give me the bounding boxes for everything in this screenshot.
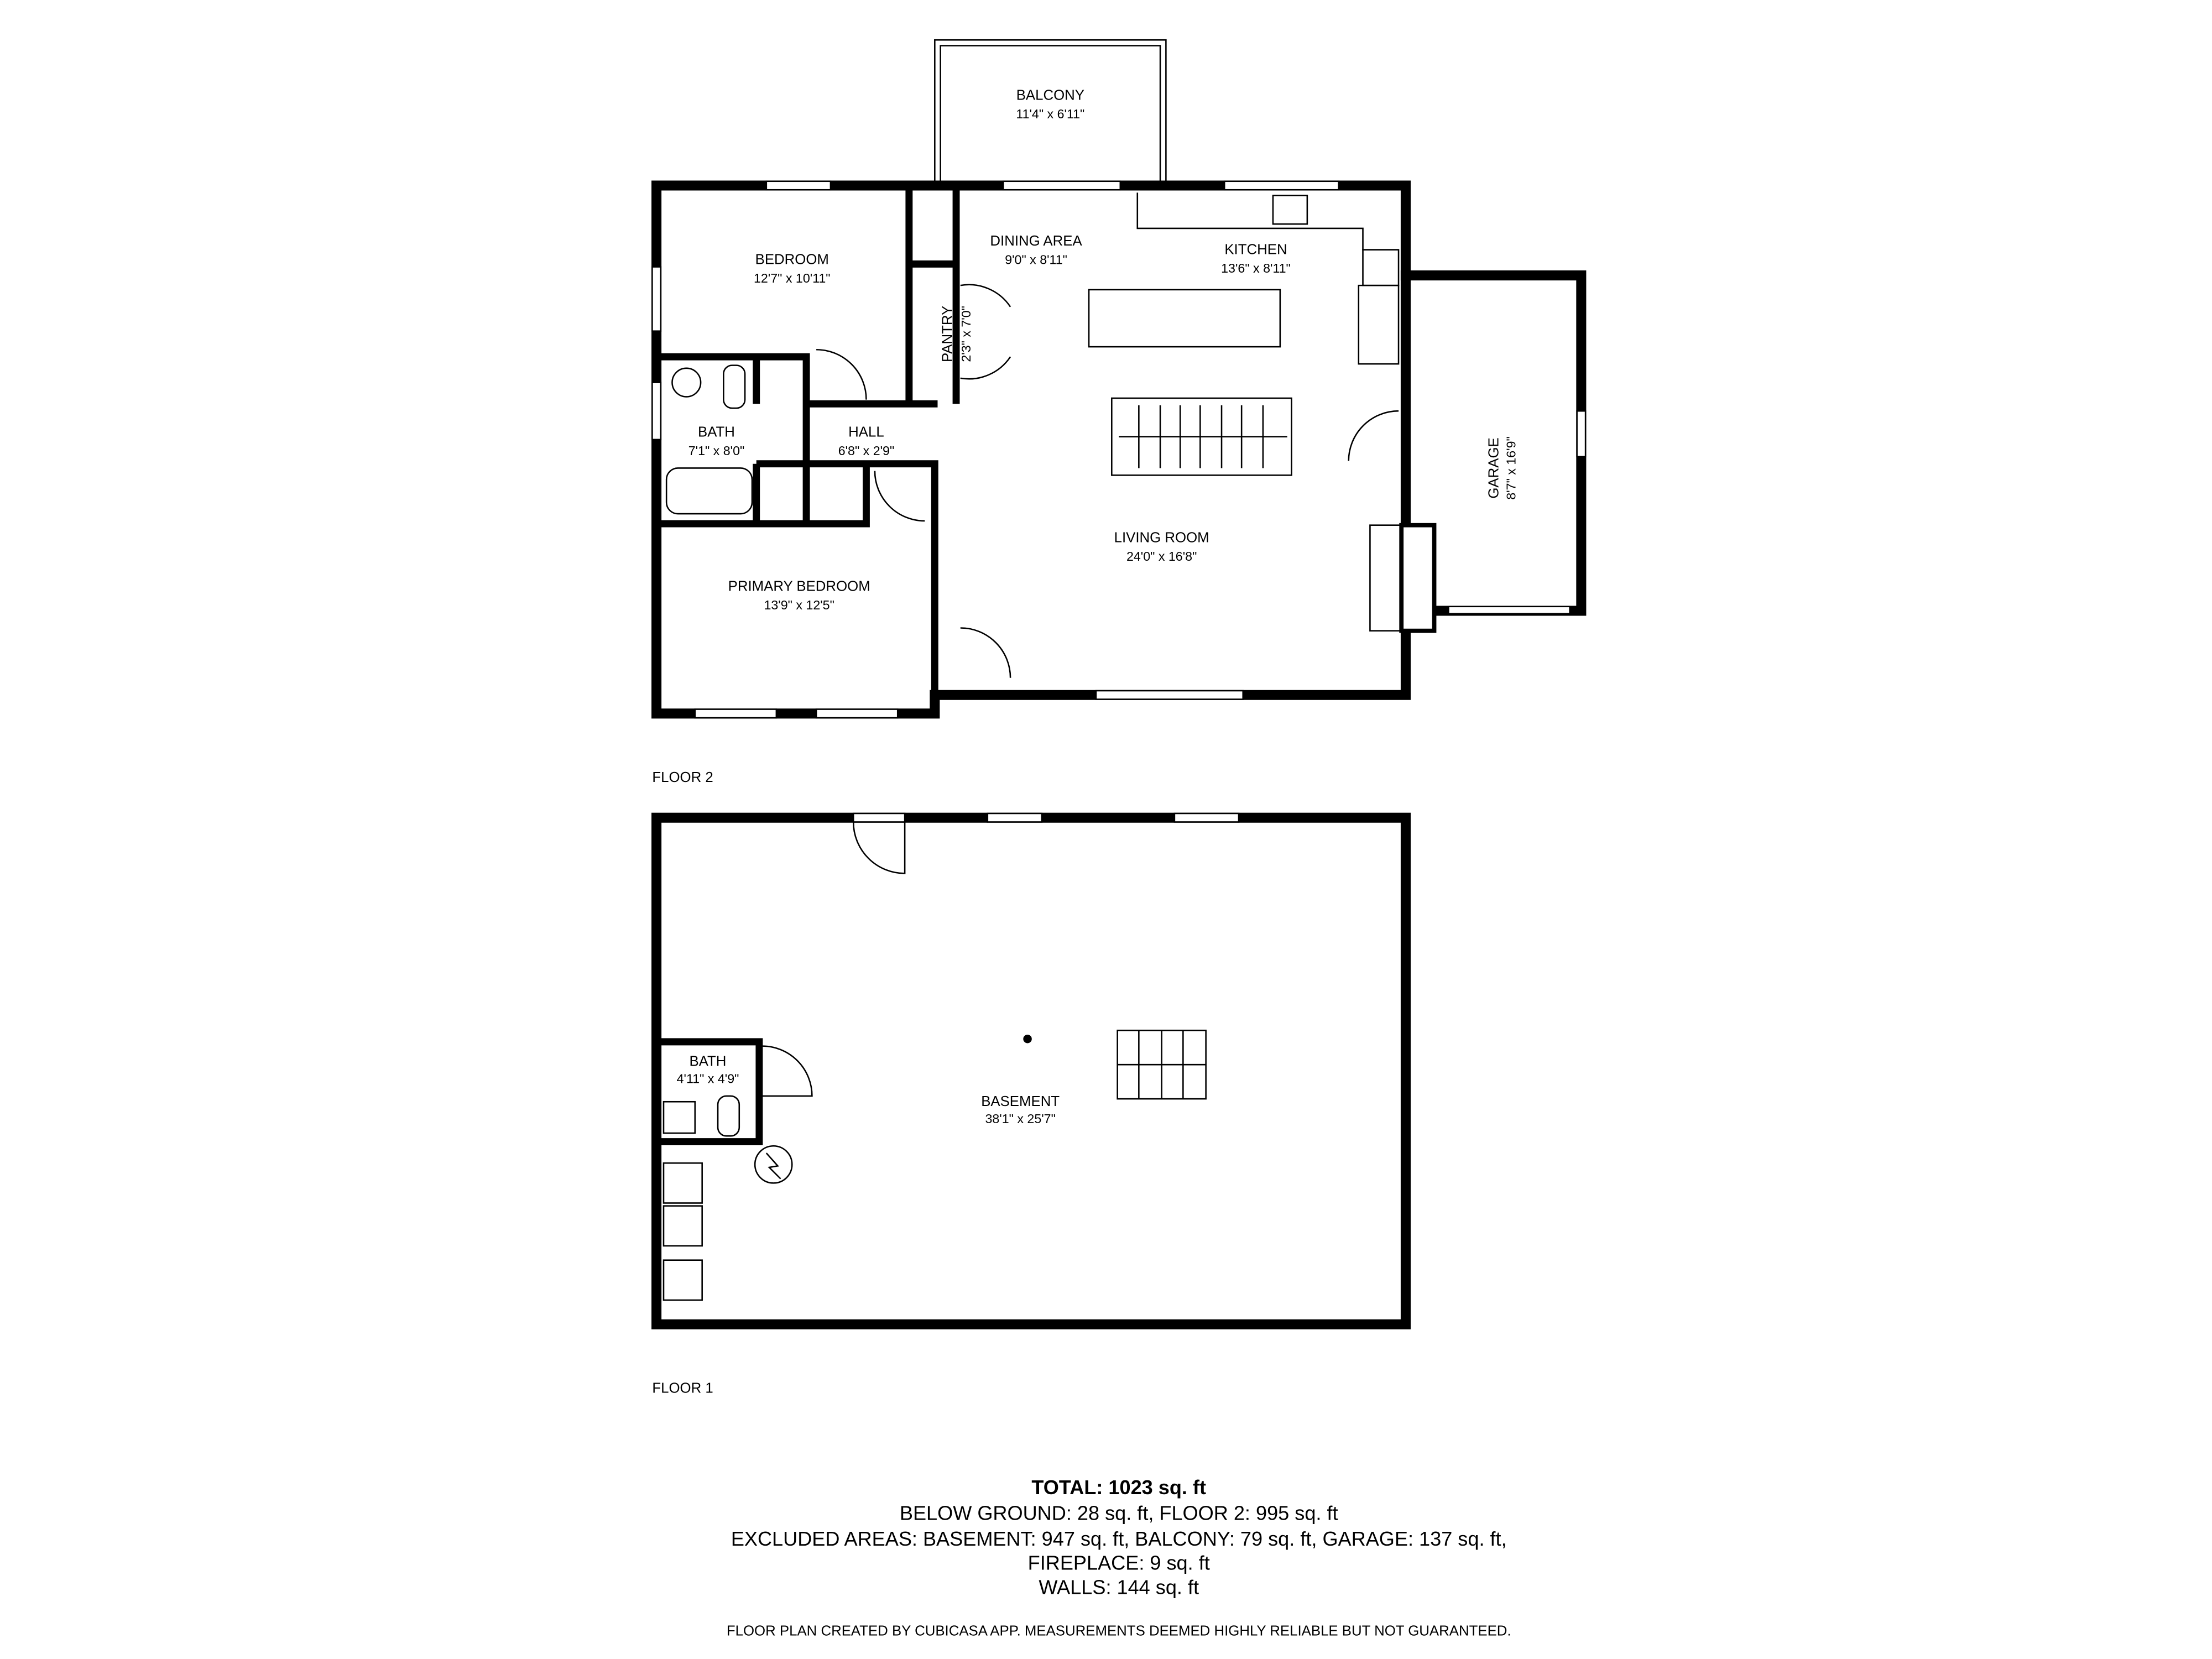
disclaimer: FLOOR PLAN CREATED BY CUBICASA APP. MEAS… [727, 1623, 1511, 1639]
support-post [1023, 1034, 1032, 1044]
summary-line: BELOW GROUND: 28 sq. ft, FLOOR 2: 995 sq… [900, 1501, 1338, 1524]
door-swing [762, 822, 906, 1097]
summary-line: FIREPLACE: 9 sq. ft [1028, 1552, 1210, 1574]
room-size: 2'3" x 7'0" [959, 306, 973, 362]
room-size: 12'7" x 10'11" [754, 271, 831, 285]
window [765, 180, 832, 191]
room-size: 8'7" x 16'9" [1504, 436, 1519, 499]
floor-label: FLOOR 1 [652, 1381, 713, 1396]
basement-walls [651, 812, 1411, 1329]
room-size: 6'8" x 2'9" [838, 444, 895, 458]
room-size: 24'0" x 16'8" [1126, 549, 1197, 564]
room-name: DINING AREA [990, 233, 1082, 249]
stair-treads [1119, 405, 1287, 468]
room-name: PRIMARY BEDROOM [728, 578, 870, 594]
water-heater-symbol [765, 1152, 781, 1180]
room-size: 38'1" x 25'7" [985, 1112, 1055, 1126]
room-name: BASEMENT [981, 1094, 1060, 1109]
room-name: BATH [698, 425, 735, 440]
toilet [717, 1095, 740, 1137]
kitchen-counter [1136, 192, 1400, 365]
bathroom-sink [662, 1100, 696, 1134]
stairs [1111, 397, 1292, 476]
area-summary: TOTAL: 1023 sq. ft BELOW GROUND: 28 sq. … [727, 1476, 1511, 1639]
window [987, 812, 1043, 823]
bathroom-sink [671, 367, 702, 398]
window [1576, 410, 1587, 458]
door-swing [816, 284, 1399, 678]
appliance [662, 1205, 703, 1247]
window [815, 708, 899, 719]
garage-door [1448, 606, 1571, 614]
bathtub [665, 467, 753, 515]
room-size: 9'0" x 8'11" [1005, 252, 1067, 267]
kitchen-island [1088, 289, 1281, 348]
room-name: HALL [848, 425, 884, 440]
room-size: 7'1" x 8'0" [688, 444, 745, 458]
window [651, 382, 662, 441]
room-size: 13'6" x 8'11" [1221, 261, 1291, 275]
summary-line: EXCLUDED AREAS: BASEMENT: 947 sq. ft, BA… [731, 1527, 1507, 1550]
kitchen-sink [1272, 195, 1308, 225]
window [1223, 180, 1339, 191]
total-area: TOTAL: 1023 sq. ft [1031, 1476, 1206, 1499]
room-name: BALCONY [1016, 88, 1084, 103]
room-name: KITCHEN [1224, 242, 1287, 257]
appliance [662, 1259, 703, 1301]
bath-walls [656, 1038, 763, 1145]
floor-label: FLOOR 2 [652, 770, 713, 785]
room-size: 11'4" x 6'11" [1016, 107, 1084, 121]
room-name: LIVING ROOM [1114, 530, 1209, 546]
room-size: 13'9" x 12'5" [764, 598, 834, 612]
window [651, 266, 662, 332]
window [1095, 690, 1244, 700]
appliance [662, 1162, 703, 1204]
window [1002, 180, 1121, 191]
window [694, 708, 778, 719]
stove [1362, 249, 1400, 286]
stair-treads [1117, 1030, 1206, 1099]
summary-line: WALLS: 144 sq. ft [1039, 1576, 1199, 1599]
floor-2-plan: BALCONY 11'4" x 6'11" BEDROOM 12'7" x 10… [651, 39, 1587, 785]
water-heater [754, 1145, 793, 1184]
room-name: PANTRY [940, 306, 955, 362]
fireplace-hearth [1399, 523, 1437, 633]
room-name: BEDROOM [755, 252, 829, 267]
door [852, 812, 906, 823]
room-name: GARAGE [1486, 437, 1502, 498]
floor-1-plan: BATH 4'11" x 4'9" BASEMENT 38'1" x 25'7"… [651, 812, 1411, 1396]
room-name: BATH [690, 1054, 727, 1070]
window [1173, 812, 1240, 823]
interior-walls [656, 185, 960, 695]
toilet [723, 364, 746, 409]
room-size: 4'11" x 4'9" [677, 1072, 739, 1086]
